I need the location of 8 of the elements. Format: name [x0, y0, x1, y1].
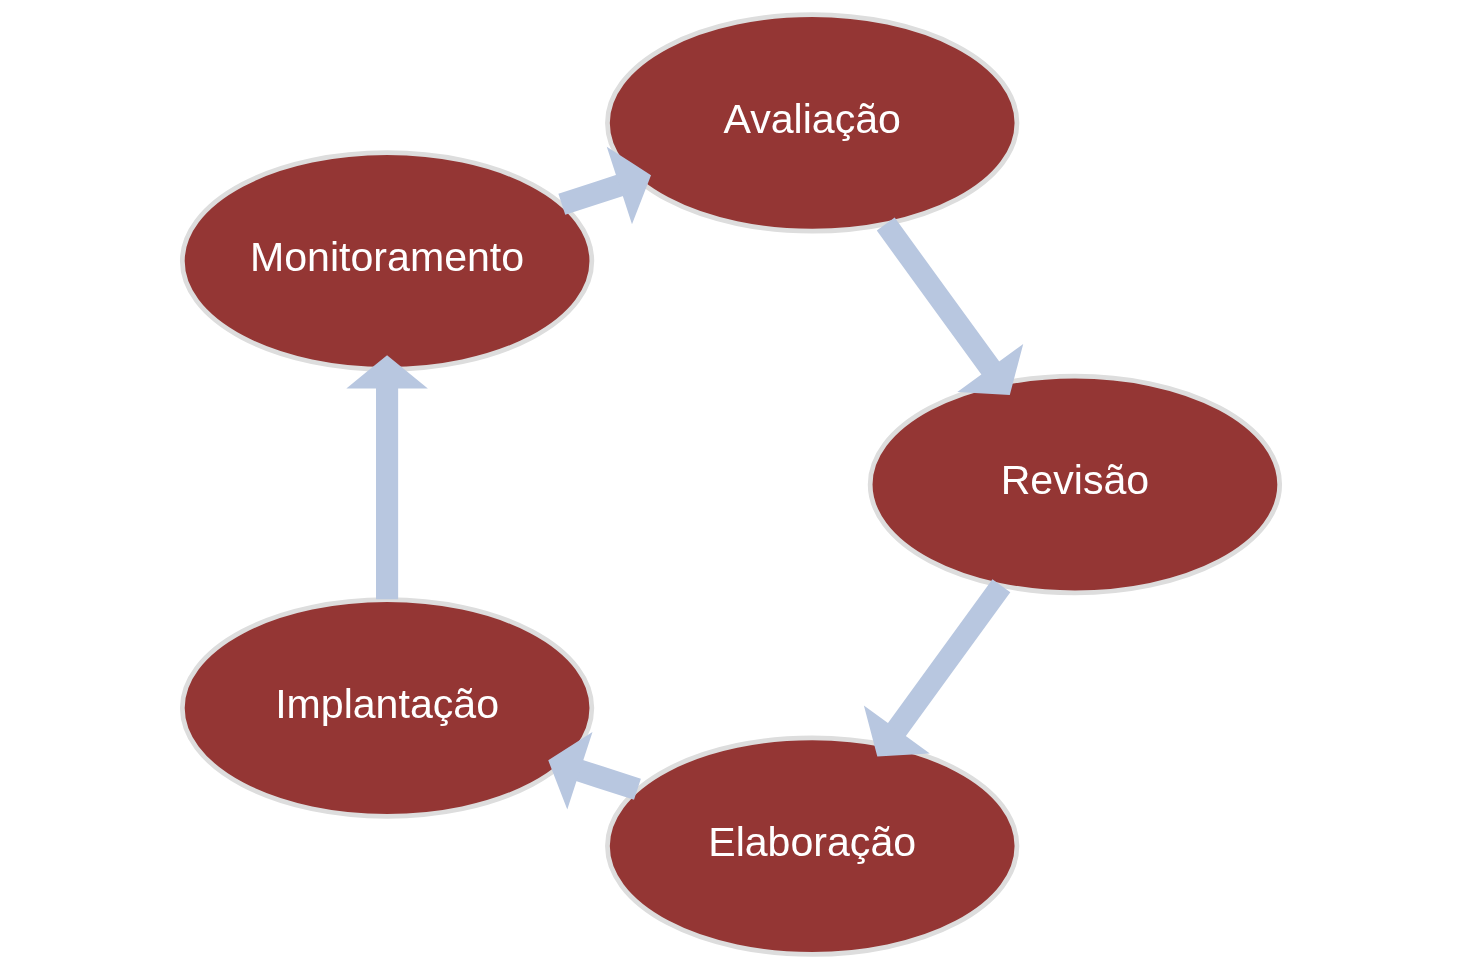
node-ellipse: Revisão [867, 373, 1283, 596]
arrow [863, 579, 1011, 757]
node-ellipse: Monitoramento [179, 150, 595, 372]
node-ellipse: Elaboração [605, 735, 1020, 957]
arrow [558, 146, 651, 225]
arrow [346, 355, 428, 600]
arrow [548, 731, 641, 810]
arrow [876, 217, 1024, 395]
